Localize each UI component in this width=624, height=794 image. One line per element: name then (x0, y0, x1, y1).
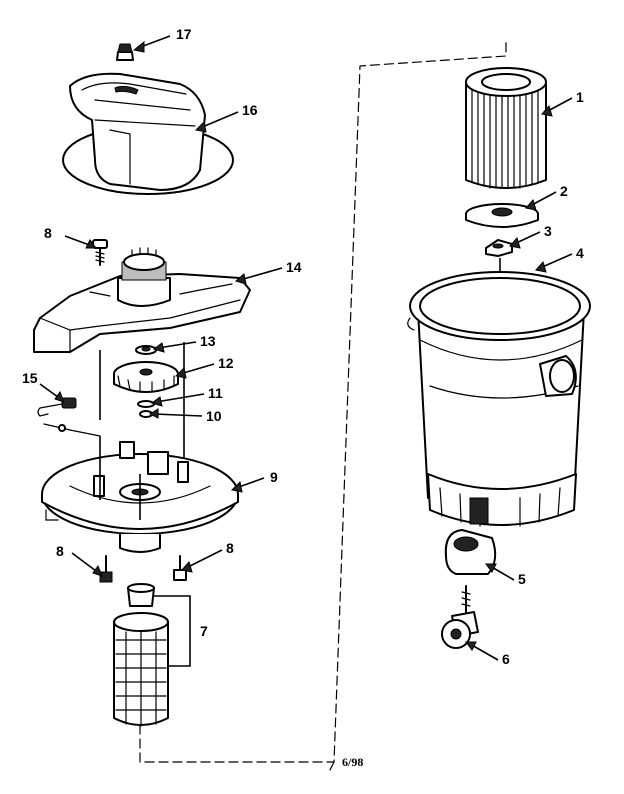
callout-17: 17 (176, 26, 192, 42)
callout-labels: 17 16 8 14 13 12 15 11 10 9 8 8 7 1 2 3 … (22, 26, 584, 667)
part-5-caster-mount (444, 529, 497, 575)
callout-leaders (39, 35, 573, 661)
part-8a-bolt (92, 239, 108, 266)
part-2-filter-lid (465, 203, 539, 228)
callout-8-right: 8 (226, 540, 234, 556)
part-12-fan (113, 361, 179, 393)
callout-13: 13 (200, 333, 216, 349)
callout-4: 4 (576, 245, 584, 261)
part-14-motor-head (33, 247, 251, 470)
callout-16: 16 (242, 102, 258, 118)
date-code: 6/98 (342, 755, 363, 769)
callout-1: 1 (576, 89, 584, 105)
callout-11: 11 (208, 385, 223, 401)
callout-10: 10 (206, 408, 222, 424)
callout-7: 7 (200, 623, 208, 639)
part-15-switch (37, 397, 101, 437)
part-8c-screw (173, 555, 187, 581)
part-6-caster-wheel (441, 585, 479, 649)
callout-14: 14 (286, 259, 302, 275)
callout-3: 3 (544, 223, 552, 239)
part-7-filter-cage (113, 583, 191, 727)
part-17-knob (116, 43, 134, 61)
part-9-base (41, 436, 239, 553)
part-16-cover (62, 72, 234, 195)
part-1-pleated-filter (465, 67, 547, 189)
callout-12: 12 (218, 355, 234, 371)
callout-2: 2 (560, 183, 568, 199)
part-11-washer (137, 400, 155, 408)
callout-5: 5 (518, 571, 526, 587)
callout-9: 9 (270, 469, 278, 485)
callout-15: 15 (22, 370, 38, 386)
assembly-bracket (139, 37, 507, 771)
part-8b-screw (99, 555, 113, 583)
callout-8-left: 8 (56, 543, 64, 559)
callout-6: 6 (502, 651, 510, 667)
callout-8-top: 8 (44, 225, 52, 241)
part-13-nut (135, 345, 157, 355)
part-4-tank-drum (407, 271, 591, 527)
